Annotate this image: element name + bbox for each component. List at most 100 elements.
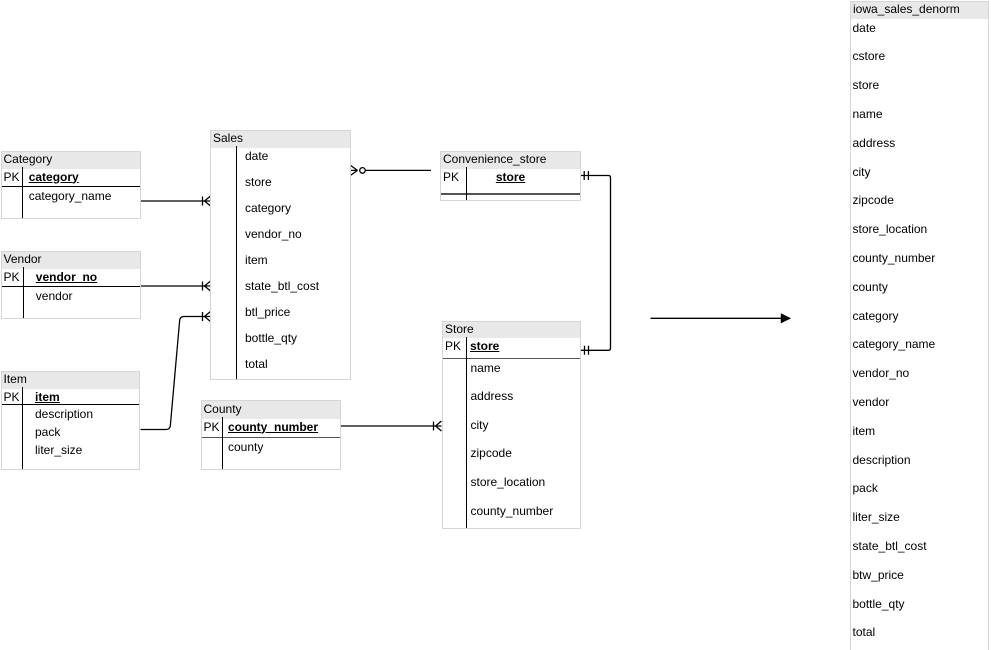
connector-item-sales[interactable]	[140, 311, 211, 431]
field-row: county	[852, 279, 888, 294]
field-row: vendor	[852, 394, 890, 409]
field-row: zipcode	[852, 193, 894, 208]
field-row: city	[470, 417, 489, 432]
one-and-only-one-ticks[interactable]	[583, 171, 590, 355]
pk-label: PK	[445, 339, 462, 353]
field-row: liter_size	[35, 442, 83, 457]
pk-label: PK	[443, 169, 460, 184]
field-row: vendor_no	[245, 227, 302, 241]
field-row: zipcode	[470, 446, 512, 461]
field-row: store_location	[852, 222, 928, 237]
pk-column-separator	[221, 417, 223, 469]
field-row: category	[245, 201, 292, 215]
field-row: pack	[852, 481, 878, 496]
field-row: date	[245, 149, 269, 163]
entity-title: Category	[0, 150, 141, 169]
field-row: name	[852, 106, 883, 121]
field-row: bottle_qty	[245, 331, 298, 345]
entity-title: Vendor	[0, 250, 141, 269]
pk-label: PK	[3, 169, 20, 184]
pk-divider	[200, 436, 341, 439]
pk-divider	[0, 185, 141, 187]
field-row: bottle_qty	[852, 596, 905, 611]
pk-column-separator	[465, 167, 467, 200]
pk-column-separator	[466, 336, 467, 528]
pk-column-separator	[22, 387, 23, 469]
field-row: item	[852, 423, 876, 438]
field-row: vendor	[35, 289, 73, 303]
zero-cardinality-circle	[359, 166, 366, 174]
pk-field: store	[470, 339, 500, 353]
field-row: county	[228, 439, 264, 454]
field-row: description	[35, 406, 94, 421]
field-row: pack	[35, 424, 61, 439]
field-row: address	[852, 135, 896, 150]
pk-label: PK	[3, 389, 20, 404]
field-row: description	[852, 452, 911, 467]
pk-field: vendor_no	[35, 269, 98, 284]
crow-foot-one-many-marker[interactable]	[432, 420, 442, 432]
pk-label: PK	[3, 269, 20, 284]
field-row: total	[245, 357, 268, 371]
field-row: item	[245, 253, 268, 267]
field-row: city	[852, 164, 871, 179]
pk-divider	[0, 286, 141, 287]
field-row: category_name	[852, 337, 936, 352]
connector-vendor-sales[interactable]	[140, 280, 211, 292]
crow-foot-many-marker[interactable]	[350, 164, 358, 176]
crow-foot-one-many-marker[interactable]	[201, 195, 211, 207]
field-row: name	[470, 360, 501, 375]
field-row: store	[245, 175, 272, 189]
field-row: btl_price	[245, 305, 291, 319]
pk-label: PK	[203, 419, 220, 434]
pk-divider	[442, 357, 581, 360]
pk-divider	[0, 403, 140, 405]
entity-title: Convenience_store	[440, 150, 581, 169]
pk-column-separator	[236, 146, 237, 379]
field-row: store	[852, 78, 880, 93]
connector-sales-convenience_store[interactable]	[350, 164, 432, 176]
pk-field: county_number	[228, 419, 319, 434]
edge-line[interactable]	[580, 174, 612, 351]
edge-line[interactable]	[140, 315, 205, 431]
field-row: category	[852, 308, 899, 323]
field-row: county_number	[470, 503, 554, 518]
field-row: cstore	[852, 49, 886, 64]
field-row: date	[852, 20, 876, 35]
crow-foot-one-many-marker[interactable]	[201, 311, 211, 322]
field-row: btw_price	[852, 567, 904, 582]
entity-title: Item	[0, 370, 140, 389]
field-row: store_location	[470, 474, 546, 489]
transform-arrow[interactable]	[650, 313, 792, 324]
entity-title: Store	[442, 320, 581, 338]
crow-foot-one-many-marker[interactable]	[201, 280, 211, 292]
pk-divider	[440, 193, 581, 195]
pk-column-separator	[22, 167, 24, 218]
field-row: total	[852, 625, 876, 640]
entity-title: County	[200, 400, 341, 419]
field-row: state_btl_cost	[245, 279, 320, 293]
connector-convenience_store-store[interactable]	[580, 171, 612, 355]
field-row: address	[470, 389, 514, 404]
field-row: county_number	[852, 250, 936, 265]
field-row: vendor_no	[852, 366, 910, 381]
connector-county-store[interactable]	[341, 420, 442, 432]
field-row: category_name	[28, 188, 112, 203]
pk-field: category	[28, 169, 79, 184]
connector-category-sales[interactable]	[140, 195, 211, 207]
arrow-head	[780, 313, 792, 324]
field-row: state_btl_cost	[852, 538, 927, 553]
pk-field: store	[495, 169, 526, 184]
entity-border	[442, 320, 581, 529]
pk-field: item	[35, 389, 60, 404]
pk-column-separator	[22, 267, 24, 318]
